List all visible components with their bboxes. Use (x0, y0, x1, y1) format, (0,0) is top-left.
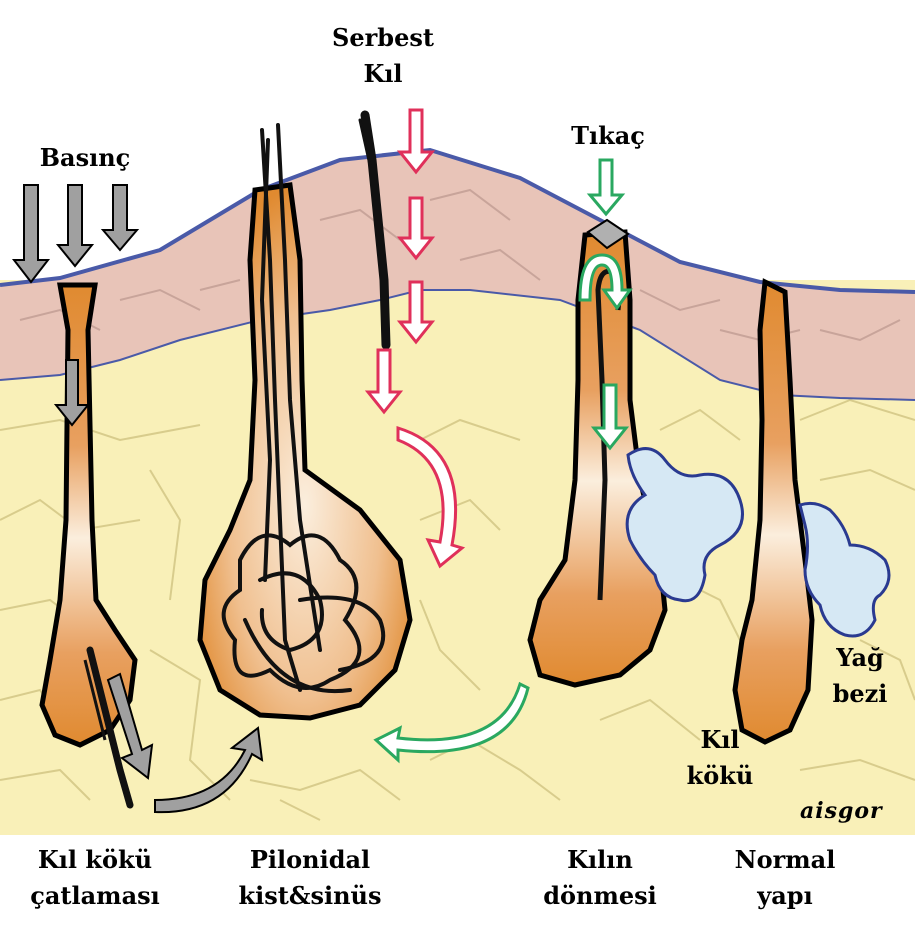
signature: aisgor (800, 798, 883, 824)
caption-line2: çatlaması (30, 881, 160, 910)
fat-cell-lines (0, 398, 915, 821)
caption-line2: dönmesi (543, 881, 657, 910)
caption-line1: Normal (734, 845, 836, 874)
caption-line1: Pilonidal (249, 845, 371, 874)
pilonidal-cyst (197, 123, 413, 721)
sebaceous-gland-middle (625, 447, 744, 603)
caption-normal-yapi: Normal yapı (710, 842, 860, 914)
caption-band (0, 835, 915, 935)
label-yag-line2: bezi (832, 679, 888, 708)
label-kil-koku: Kıl kökü (675, 722, 765, 794)
caption-line1: Kılın (567, 845, 633, 874)
label-serbest-line1: Serbest (332, 23, 434, 52)
label-tikac: Tıkaç (571, 121, 645, 150)
red-arrows (364, 108, 466, 569)
label-yag-line1: Yağ (836, 643, 884, 672)
follicle-cracked-root (39, 282, 138, 809)
caption-line2: kist&sinüs (238, 881, 382, 910)
skin-surface-line (0, 147, 915, 294)
green-arrows (373, 158, 633, 764)
caption-kilin-donmesi: Kılın dönmesi (525, 842, 675, 914)
epidermis-layer (0, 150, 915, 400)
caption-line2: yapı (757, 881, 813, 910)
label-serbest-kil: Serbest Kıl (318, 20, 448, 92)
label-serbest-line2: Kıl (363, 59, 403, 88)
caption-kil-koku-catlamasi: Kıl kökü çatlaması (10, 842, 180, 914)
label-basinc: Basınç (39, 143, 131, 172)
plug (586, 218, 630, 250)
sebaceous-gland-right (798, 501, 891, 638)
label-kil-koku-line2: kökü (686, 761, 754, 790)
label-kil-koku-line1: Kıl (700, 725, 740, 754)
label-yag-bezi: Yağ bezi (820, 640, 900, 712)
caption-pilonidal: Pilonidal kist&sinüs (215, 842, 405, 914)
loose-hair (358, 110, 391, 350)
caption-line1: Kıl kökü (37, 845, 153, 874)
normal-follicle (732, 278, 815, 745)
gray-curved-arrow (154, 726, 264, 814)
pressure-arrows (11, 184, 154, 780)
